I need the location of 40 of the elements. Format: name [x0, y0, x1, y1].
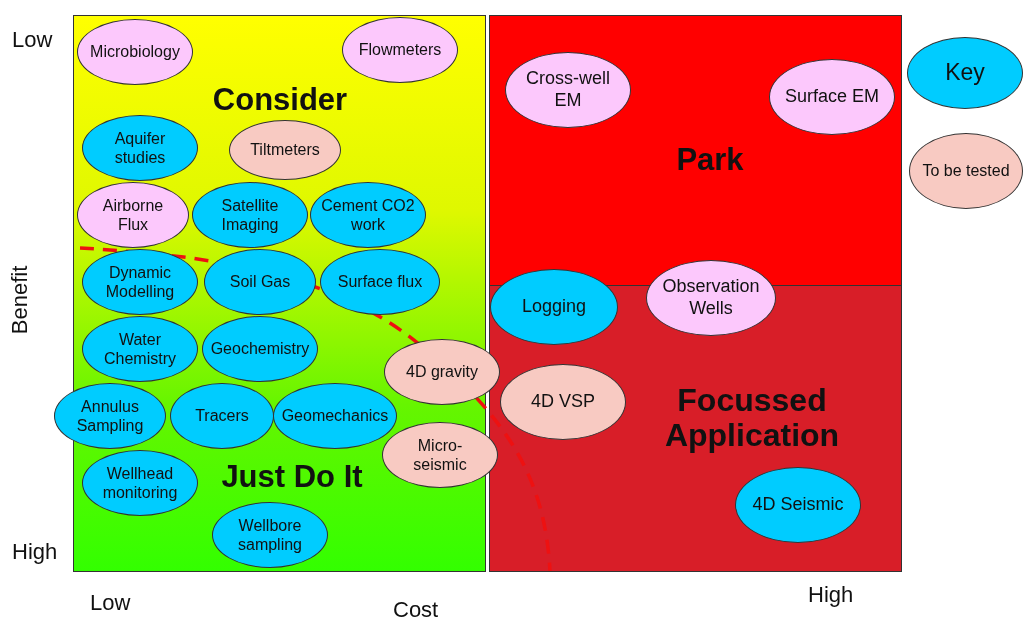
technique-label: Tracers [194, 406, 250, 426]
technique-label: Wellhead monitoring [101, 463, 179, 503]
technique-label: Satellite Imaging [220, 195, 280, 235]
technique-label: Surface flux [336, 272, 424, 292]
technique-label: Tiltmeters [249, 140, 321, 160]
technique-label: Geochemistry [209, 339, 311, 359]
quadrant-heading: Focussed Application [663, 382, 841, 454]
technique-label: 4D gravity [405, 362, 479, 382]
technique-label: Key [944, 59, 986, 87]
technique-label: Flowmeters [357, 40, 443, 60]
technique-label: Logging [520, 296, 588, 318]
quadrant-panel [73, 15, 486, 572]
technique-label: Dynamic Modelling [104, 262, 176, 302]
technique-label: Airborne Flux [101, 195, 165, 235]
quadrant-heading: Just Do It [221, 459, 363, 495]
technique-label: Microbiology [89, 42, 181, 62]
axis-label: High [12, 541, 58, 563]
axis-label: Benefit [9, 265, 31, 335]
technique-label: Aquifer studies [113, 128, 167, 168]
technique-label: Observation Wells [661, 276, 761, 320]
technique-label: 4D Seismic [751, 494, 845, 516]
technique-label: Cross-well EM [525, 68, 611, 112]
technique-label: 4D VSP [530, 391, 596, 413]
axis-label: Cost [393, 599, 439, 621]
technique-label: Wellbore sampling [237, 515, 303, 555]
technique-label: Micro- seismic [412, 435, 468, 475]
technique-label: Soil Gas [228, 272, 292, 292]
axis-label: Low [12, 29, 53, 51]
axis-label: Low [90, 592, 131, 614]
technique-label: Cement CO2 work [320, 195, 416, 235]
technique-label: To be tested [921, 161, 1011, 181]
technique-ellipse [77, 182, 189, 248]
quadrant-heading: Park [676, 142, 744, 178]
axis-label: High [808, 584, 854, 606]
technique-ellipse [273, 383, 397, 449]
quadrant-heading: Consider [212, 82, 348, 118]
technique-label: Surface EM [783, 86, 880, 108]
technique-label: Annulus Sampling [75, 396, 145, 436]
technique-label: Geomechanics [280, 406, 390, 426]
technique-label: Water Chemistry [103, 329, 177, 369]
